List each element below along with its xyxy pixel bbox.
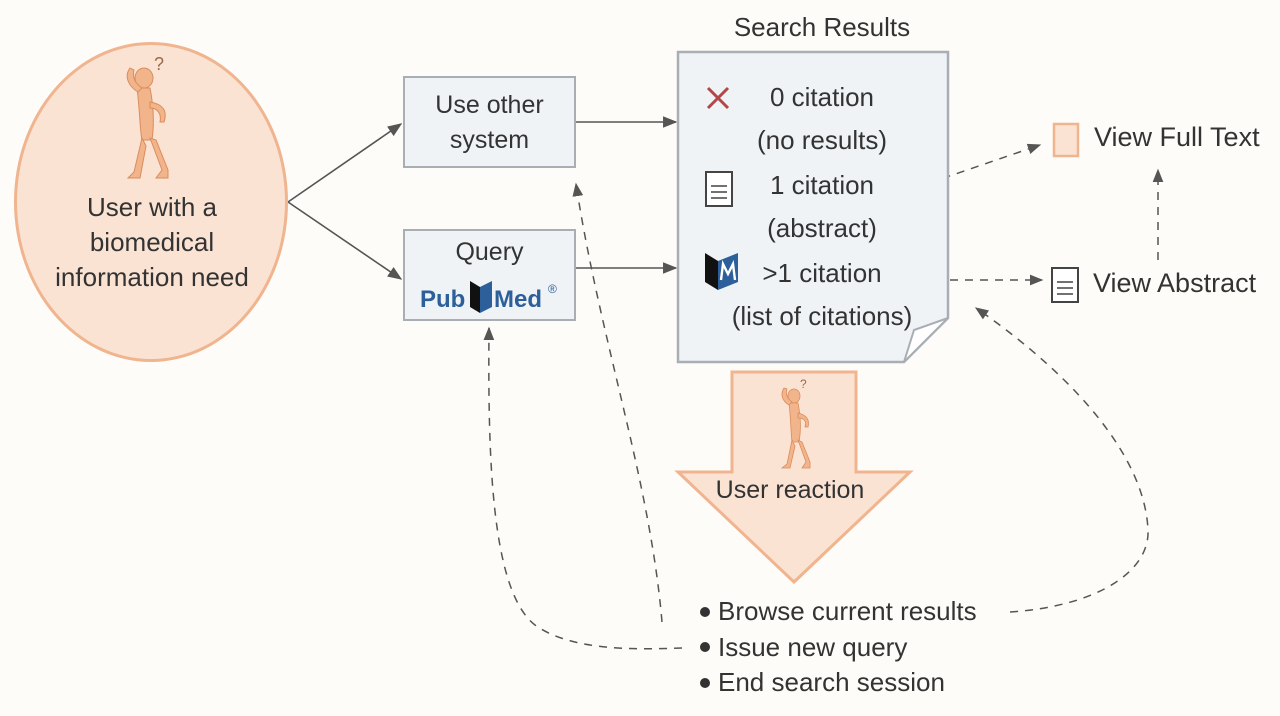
- result-zero-line2: (no results): [756, 125, 888, 155]
- document-icon: [705, 171, 733, 207]
- user-label: User with a biomedical information need: [55, 192, 249, 292]
- reaction-option-label: Browse current results: [718, 596, 977, 626]
- view-full-text-label: View Full Text: [1094, 122, 1260, 152]
- pubmed-registered-mark: ®: [548, 282, 557, 296]
- arrow-new-query-to-query: [483, 326, 683, 650]
- search-results-document: [676, 50, 950, 364]
- full-text-page-icon: [1052, 122, 1080, 158]
- other-system-label: Use other system: [435, 91, 544, 154]
- result-one-line2: (abstract): [767, 213, 877, 243]
- confused-person-icon: ?: [126, 54, 169, 179]
- result-one-line1: 1 citation: [769, 170, 875, 200]
- arrow-one-citation-to-full-text: [899, 143, 1042, 194]
- svg-text:?: ?: [154, 54, 164, 74]
- arrow-new-query-to-other-system: [572, 182, 663, 623]
- arrow-browse-to-results: [974, 307, 1149, 613]
- result-many-line1: >1 citation: [762, 258, 882, 288]
- arrow-user-to-other-system: [287, 123, 403, 203]
- other-system-box: [403, 76, 576, 168]
- user-reaction-label: User reaction: [715, 476, 865, 504]
- reaction-option-label: End search session: [718, 667, 945, 697]
- result-zero-line1: 0 citation: [769, 82, 875, 112]
- reaction-option-end-session: End search session: [700, 665, 977, 701]
- small-confused-person-icon: ?: [780, 377, 811, 469]
- reaction-option-browse: Browse current results: [700, 594, 977, 630]
- x-icon: [706, 86, 730, 110]
- pubmed-logo: Pub Med ®: [420, 281, 557, 313]
- abstract-page-icon: [1051, 267, 1079, 303]
- bullet-icon: [700, 642, 710, 653]
- bullet-icon: [700, 677, 710, 688]
- search-results-title: Search Results: [733, 12, 911, 42]
- query-label: Query: [455, 238, 524, 266]
- pubmed-logo-left-text: Pub: [420, 286, 465, 313]
- view-abstract-label: View Abstract: [1093, 268, 1257, 298]
- pubmed-logo-right-text: Med: [494, 286, 542, 313]
- user-reaction-arrow: [674, 370, 914, 585]
- pubmed-book-icon: [705, 253, 738, 290]
- reaction-option-new-query: Issue new query: [700, 630, 977, 666]
- svg-text:?: ?: [800, 377, 807, 391]
- bullet-icon: [700, 606, 710, 617]
- result-many-line2: (list of citations): [731, 301, 913, 331]
- reaction-option-label: Issue new query: [718, 631, 908, 662]
- reaction-options-list: Browse current results Issue new query E…: [700, 594, 977, 701]
- arrow-user-to-query: [287, 201, 403, 280]
